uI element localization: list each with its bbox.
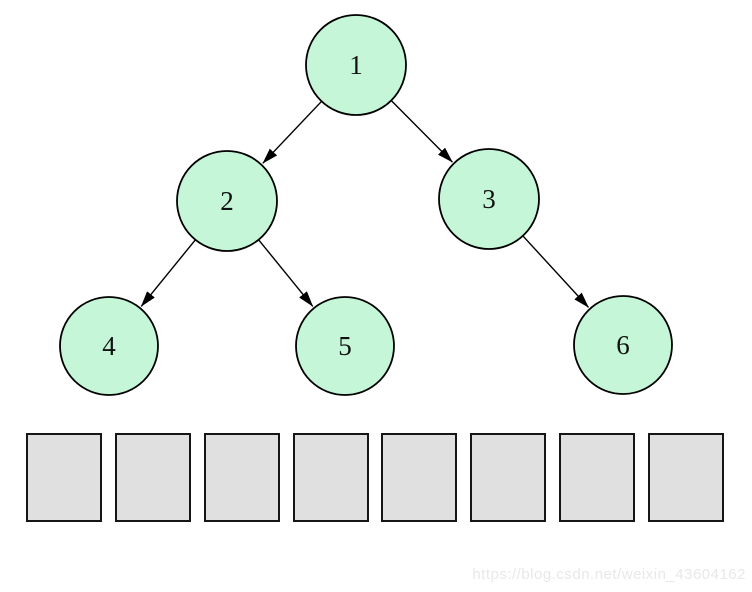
tree-edge-1-2 bbox=[262, 100, 323, 164]
tree-node-label: 4 bbox=[102, 331, 116, 361]
tree-edge-1-3 bbox=[390, 100, 453, 163]
array-row bbox=[26, 433, 724, 522]
watermark: https://blog.csdn.net/weixin_43604162 bbox=[472, 566, 746, 583]
tree-node-label: 1 bbox=[349, 50, 363, 80]
tree-node-label: 6 bbox=[616, 330, 630, 360]
array-slot-0 bbox=[26, 433, 102, 522]
tree-nodes: 1 2 3 4 5 6 bbox=[59, 14, 673, 396]
tree-node-circle bbox=[573, 295, 673, 395]
tree-edge-2-4 bbox=[140, 239, 196, 307]
tree-node-6: 6 bbox=[573, 295, 673, 395]
array-slot-7 bbox=[647, 433, 724, 522]
tree-edge-3-6 bbox=[522, 235, 590, 308]
tree-node-4: 4 bbox=[59, 296, 159, 396]
tree-node-label: 5 bbox=[338, 331, 352, 361]
tree-node-2: 2 bbox=[176, 150, 278, 252]
tree-edge-2-5 bbox=[258, 239, 314, 307]
array-slot-3 bbox=[292, 433, 369, 522]
array-slot-5 bbox=[470, 433, 547, 522]
tree-node-circle bbox=[438, 148, 540, 250]
array-slot-2 bbox=[203, 433, 280, 522]
tree-node-1: 1 bbox=[305, 14, 407, 116]
array-slot-4 bbox=[381, 433, 458, 522]
tree-node-circle bbox=[305, 14, 407, 116]
tree-node-circle bbox=[59, 296, 159, 396]
tree-edges bbox=[140, 100, 590, 308]
tree-node-label: 2 bbox=[220, 186, 234, 216]
array-slot-6 bbox=[559, 433, 636, 522]
tree-node-circle bbox=[295, 296, 395, 396]
tree-node-3: 3 bbox=[438, 148, 540, 250]
tree-node-circle bbox=[176, 150, 278, 252]
array-slot-1 bbox=[114, 433, 191, 522]
tree-node-label: 3 bbox=[482, 184, 496, 214]
tree-node-5: 5 bbox=[295, 296, 395, 396]
